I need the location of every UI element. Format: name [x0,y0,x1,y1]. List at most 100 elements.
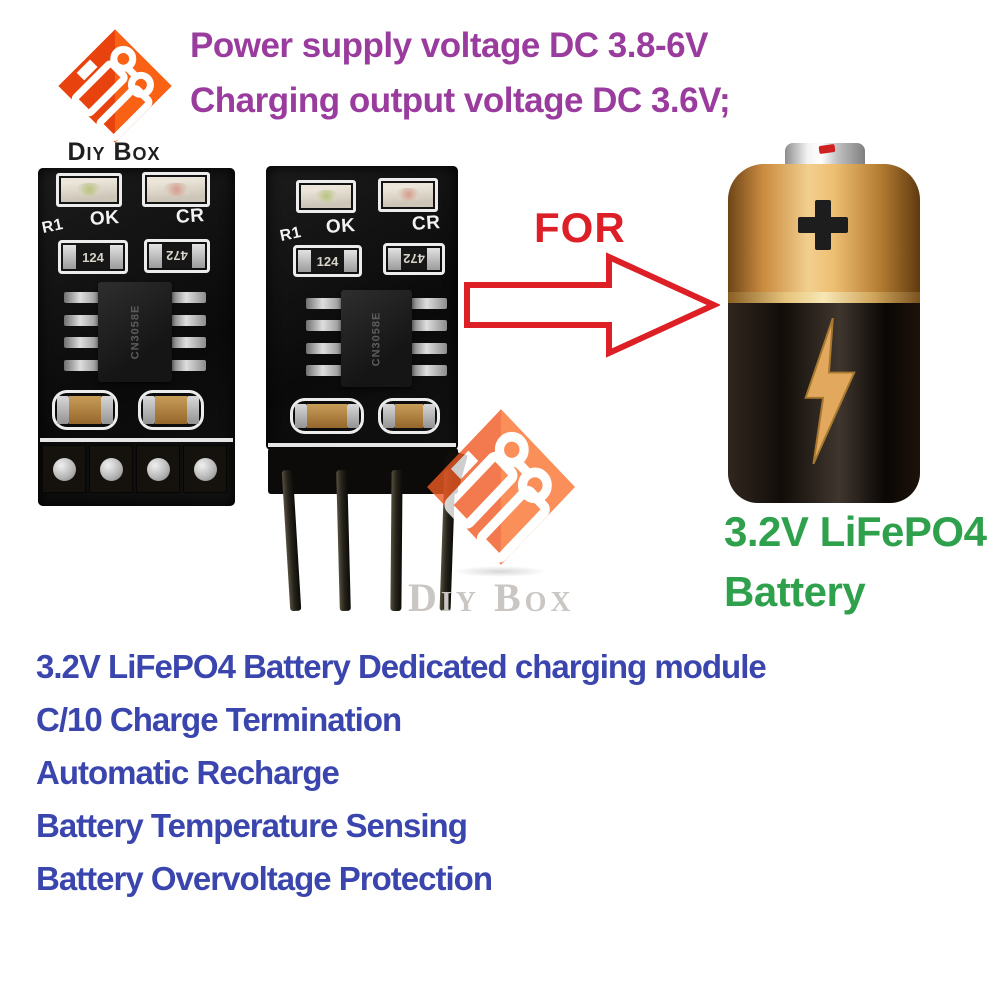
resistor-end [63,245,76,269]
for-label: FOR [534,204,626,251]
feature-line-recharge: Automatic Recharge [36,754,340,791]
chip-pin [306,320,343,331]
brand-logo-text: Diy Box [67,138,161,166]
silkscreen-line [40,438,233,442]
chip-pin [64,292,100,303]
capacitor-end [347,404,359,428]
feature-line-module: 3.2V LiFePO4 Battery Dedicated charging … [36,648,767,685]
capacitor-end [57,396,69,424]
feature-line-termination: C/10 Charge Termination [36,701,402,738]
resistor-end [110,245,123,269]
resistor-value: 472 [401,248,427,270]
capacitor-body [69,396,101,424]
resistor-value: 124 [311,250,344,272]
chip-pin [306,343,343,354]
spec-line-power-supply: Power supply voltage DC 3.8-6V [190,26,708,65]
charger-ic-chip: CN3058E [98,282,172,382]
header-pin [390,469,403,612]
resistor-124: 124 [58,240,128,274]
led-body [301,185,351,208]
solder-pad-hole [42,445,86,493]
resistor-end [388,248,401,270]
feature-line-temperature: Battery Temperature Sensing [36,807,468,844]
chip-pin [410,320,447,331]
chip-pin [170,315,206,326]
pad-circle [99,457,123,481]
battery-caption-battery: Battery [724,568,866,615]
resistor-end [298,250,311,272]
lightning-icon [804,318,856,464]
chip-pin [410,343,447,354]
led-cr-label: CR [411,212,442,235]
charger-module-board-right: OK CR R1 124 472 CN3058E [266,166,458,450]
resistor-end [344,250,357,272]
resistor-472: 472 [144,239,210,273]
resistor-end [427,248,440,270]
led-body [383,183,433,207]
feature-line-overvoltage: Battery Overvoltage Protection [36,860,493,897]
chip-pin [306,298,343,309]
diybox-watermark-icon [427,409,575,565]
terminal-red-mark [818,143,836,155]
capacitor-end [101,396,113,424]
watermark-shadow [452,566,548,577]
capacitor-body [395,404,423,428]
chip-pin [170,337,206,348]
chip-marking: CN3058E [128,304,141,360]
capacitor-body [307,404,347,428]
plus-icon [798,200,848,250]
chip-pin [64,337,100,348]
chip-pin [170,292,206,303]
led-body [147,177,205,202]
arrow-right-icon [464,252,720,358]
chip-pin [306,365,343,376]
diybox-logo-icon [58,29,172,143]
r1-label: R1 [40,215,65,238]
capacitor-end [383,404,395,428]
capacitor-end [295,404,307,428]
chip-pin [64,360,100,371]
chip-pin [410,365,447,376]
solder-pad-hole [89,445,133,493]
solder-pad-hole [183,445,227,493]
pad-circle [193,457,217,481]
capacitor-body [155,396,187,424]
watermark-text: Diy Box [408,575,575,620]
resistor-end [149,244,162,268]
charger-module-board-left: OK CR R1 124 472 CN3058E [38,168,235,506]
led-green-tint [77,183,102,197]
capacitor [378,398,440,434]
led-ok-label: OK [89,206,121,231]
resistor-value: 472 [162,244,192,268]
capacitor-end [143,396,155,424]
led-ok-label: OK [325,214,357,239]
status-led-ok [296,180,356,213]
chip-marking: CN3058E [370,311,383,366]
pin-header-strip [268,448,458,494]
chip-pin [170,360,206,371]
led-green-tint [316,190,337,203]
solder-pad-hole [136,445,180,493]
chip-pin [410,298,447,309]
capacitor-end [187,396,199,424]
led-red-tint [164,182,189,196]
pad-circle [146,457,170,481]
resistor-end [192,244,205,268]
led-body [61,178,117,202]
resistor-472: 472 [383,243,445,275]
pad-circle [52,457,76,481]
capacitor [138,390,204,430]
r1-label: R1 [278,223,303,246]
spec-line-charging-output: Charging output voltage DC 3.6V; [190,81,731,120]
resistor-value: 124 [76,245,110,269]
led-red-tint [398,188,419,202]
charger-ic-chip: CN3058E [341,290,412,387]
resistor-124: 124 [293,245,362,277]
battery-divider-band [728,292,920,303]
status-led-cr [378,178,438,212]
silkscreen-line [268,443,456,447]
status-led-ok [56,173,122,207]
capacitor [290,398,364,434]
plus-vertical-bar [815,200,831,250]
